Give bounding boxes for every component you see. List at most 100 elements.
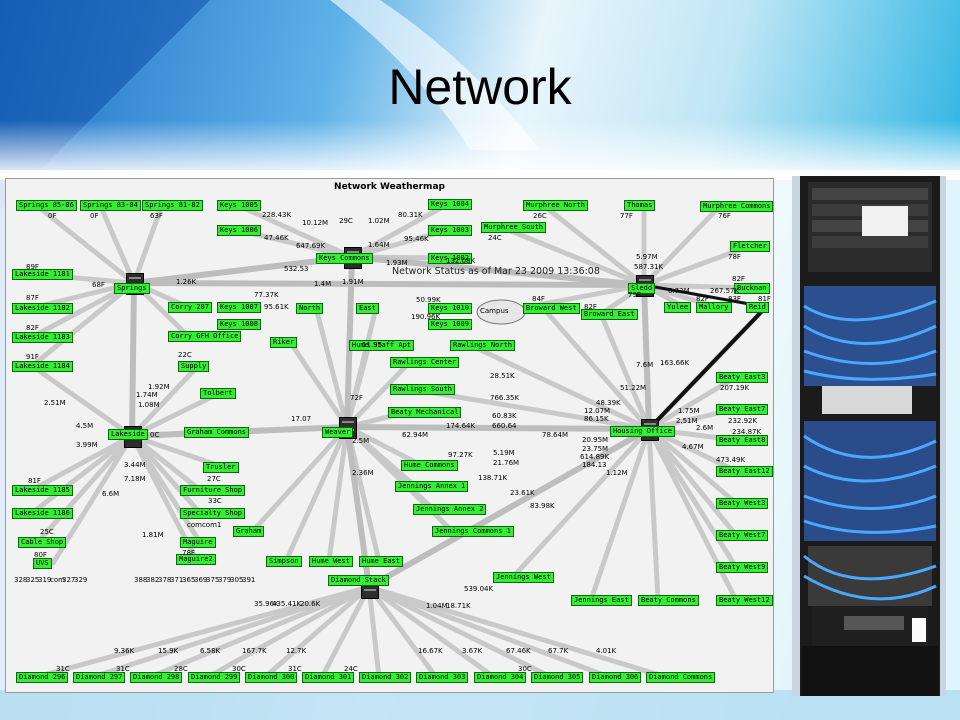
node-supply[interactable]: Supply	[178, 361, 210, 372]
node-lakeside-1184[interactable]: Lakeside 1184	[12, 361, 73, 372]
node-diamond-299[interactable]: Diamond 299	[188, 672, 241, 683]
node-uvs[interactable]: UVS	[33, 558, 52, 569]
node-jennings-commons-1[interactable]: Jennings Commons 1	[432, 526, 514, 537]
node-graham[interactable]: Graham	[233, 526, 265, 537]
node-diamond-296[interactable]: Diamond 296	[16, 672, 69, 683]
node-keys-1010[interactable]: Keys 1010	[428, 303, 472, 314]
node-hume-west[interactable]: Hume West	[309, 556, 353, 567]
node-springs-81-82[interactable]: Springs 81-82	[142, 200, 203, 211]
node-beaty-mechanical[interactable]: Beaty Mechanical	[388, 407, 462, 418]
link-line	[588, 426, 652, 603]
link-bandwidth-label: 60.83K	[492, 412, 517, 420]
node-murphree-south[interactable]: Murphree South	[481, 222, 547, 233]
node-beaty-west7[interactable]: Beaty West7	[716, 530, 769, 541]
node-thomas[interactable]: Thomas	[624, 200, 656, 211]
node-housing-office[interactable]: Housing Office	[610, 426, 676, 437]
node-diamond-300[interactable]: Diamond 300	[245, 672, 298, 683]
link-bandwidth-label: 2.51M	[676, 417, 698, 425]
node-specialty-shop[interactable]: Specialty Shop	[180, 508, 246, 519]
node-keys-commons[interactable]: Keys Commons	[316, 253, 373, 264]
node-campus[interactable]: Campus	[480, 307, 509, 315]
node-maguire[interactable]: Maguire	[180, 537, 216, 548]
node-diamond-301[interactable]: Diamond 301	[302, 672, 355, 683]
node-hume-commons[interactable]: Hume Commons	[401, 460, 458, 471]
node-beaty-west3[interactable]: Beaty West3	[716, 498, 769, 509]
link-bandwidth-label: 5.97M	[636, 253, 658, 261]
node-beaty-east3[interactable]: Beaty East3	[716, 372, 769, 383]
node-corry-gfh-office[interactable]: Corry GFH Office	[168, 331, 242, 342]
node-rawlings-south[interactable]: Rawlings South	[390, 384, 456, 395]
node-bucknan[interactable]: Bucknan	[734, 283, 770, 294]
node-graham-commons[interactable]: Graham Commons	[184, 427, 250, 438]
node-hume-staff-apt[interactable]: Hume Staff Apt	[349, 340, 415, 351]
link-line	[366, 584, 382, 680]
node-tolbert[interactable]: Tolbert	[200, 388, 236, 399]
node-simpson[interactable]: Simpson	[266, 556, 302, 567]
trunk-line	[131, 280, 647, 288]
node-maguire2[interactable]: Maguire2	[176, 554, 216, 565]
node-lakeside-1185[interactable]: Lakeside 1185	[12, 485, 73, 496]
node-east[interactable]: East	[356, 303, 379, 314]
node-broward-west[interactable]: Broward West	[523, 303, 580, 314]
node-diamond-302[interactable]: Diamond 302	[359, 672, 412, 683]
node-springs[interactable]: Springs	[114, 283, 150, 294]
link-bandwidth-label: 2.51M	[44, 399, 66, 407]
node-corry-207[interactable]: Corry 207	[168, 302, 212, 313]
link-bandwidth-label: 1.81M	[142, 531, 164, 539]
node-lakeside-1186[interactable]: Lakeside 1186	[12, 508, 73, 519]
node-keys-1005[interactable]: Keys 1005	[217, 200, 261, 211]
temp-readout: 29C	[339, 217, 353, 225]
link-line	[540, 305, 652, 432]
node-cable-shop[interactable]: Cable Shop	[18, 537, 67, 548]
node-diamond-297[interactable]: Diamond 297	[73, 672, 126, 683]
node-rawlings-north[interactable]: Rawlings North	[450, 340, 516, 351]
node-keys-1006[interactable]: Keys 1006	[217, 225, 261, 236]
node-beaty-east8[interactable]: Beaty East8	[716, 435, 769, 446]
node-lakeside[interactable]: Lakeside	[108, 429, 148, 440]
node-weaver[interactable]: Weaver	[322, 427, 354, 438]
node-jennings-west[interactable]: Jennings West	[493, 572, 554, 583]
node-keys-1008[interactable]: Keys 1008	[217, 319, 261, 330]
node-beaty-commons[interactable]: Beaty Commons	[638, 595, 699, 606]
node-murphree-commons[interactable]: Murphree Commons	[700, 201, 773, 212]
link-line	[344, 359, 413, 430]
node-broward-east[interactable]: Broward East	[581, 309, 638, 320]
node-diamond-commons[interactable]: Diamond Commons	[646, 672, 716, 683]
node-hume-east[interactable]: Hume East	[359, 556, 403, 567]
node-yulee[interactable]: Yulee	[664, 302, 692, 313]
node-keys-1007[interactable]: Keys 1007	[217, 302, 261, 313]
node-fletcher[interactable]: Fletcher	[730, 241, 770, 252]
node-jennings-east[interactable]: Jennings East	[571, 595, 632, 606]
node-mallory[interactable]: Mallory	[696, 302, 732, 313]
node-furniture-shop[interactable]: Furniture Shop	[180, 485, 246, 496]
node-sledd[interactable]: Sledd	[628, 283, 656, 294]
node-beaty-west9[interactable]: Beaty West9	[716, 562, 769, 573]
trunk-line	[344, 424, 652, 432]
node-beaty-east12[interactable]: Beaty East12	[716, 466, 773, 477]
node-north[interactable]: North	[296, 303, 324, 314]
node-murphree-north[interactable]: Murphree North	[523, 200, 589, 211]
node-springs-85-86[interactable]: Springs 85-86	[16, 200, 77, 211]
node-springs-83-84[interactable]: Springs 83-84	[80, 200, 141, 211]
node-keys-1004[interactable]: Keys 1004	[428, 199, 472, 210]
node-diamond-303[interactable]: Diamond 303	[416, 672, 469, 683]
node-lakeside-1181[interactable]: Lakeside 1181	[12, 269, 73, 280]
node-diamond-stack[interactable]: Diamond Stack	[328, 575, 389, 586]
node-lakeside-1183[interactable]: Lakeside 1183	[12, 332, 73, 343]
node-diamond-305[interactable]: Diamond 305	[531, 672, 584, 683]
node-reid[interactable]: Reid	[746, 302, 769, 313]
node-beaty-east7[interactable]: Beaty East7	[716, 404, 769, 415]
node-diamond-298[interactable]: Diamond 298	[130, 672, 183, 683]
node-beaty-west12[interactable]: Beaty West12	[716, 595, 773, 606]
node-jennings-annex-1[interactable]: Jennings Annex 1	[395, 481, 469, 492]
node-keys-1002[interactable]: Keys 1002	[428, 253, 472, 264]
node-jennings-annex-2[interactable]: Jennings Annex 2	[413, 504, 487, 515]
node-keys-1003[interactable]: Keys 1003	[428, 225, 472, 236]
node-keys-1009[interactable]: Keys 1009	[428, 319, 472, 330]
node-trusler[interactable]: Trusler	[203, 462, 239, 473]
node-diamond-304[interactable]: Diamond 304	[474, 672, 527, 683]
node-riker[interactable]: Riker	[270, 337, 298, 348]
node-diamond-306[interactable]: Diamond 306	[589, 672, 642, 683]
node-rawlings-center[interactable]: Rawlings Center	[390, 357, 460, 368]
node-lakeside-1182[interactable]: Lakeside 1182	[12, 303, 73, 314]
